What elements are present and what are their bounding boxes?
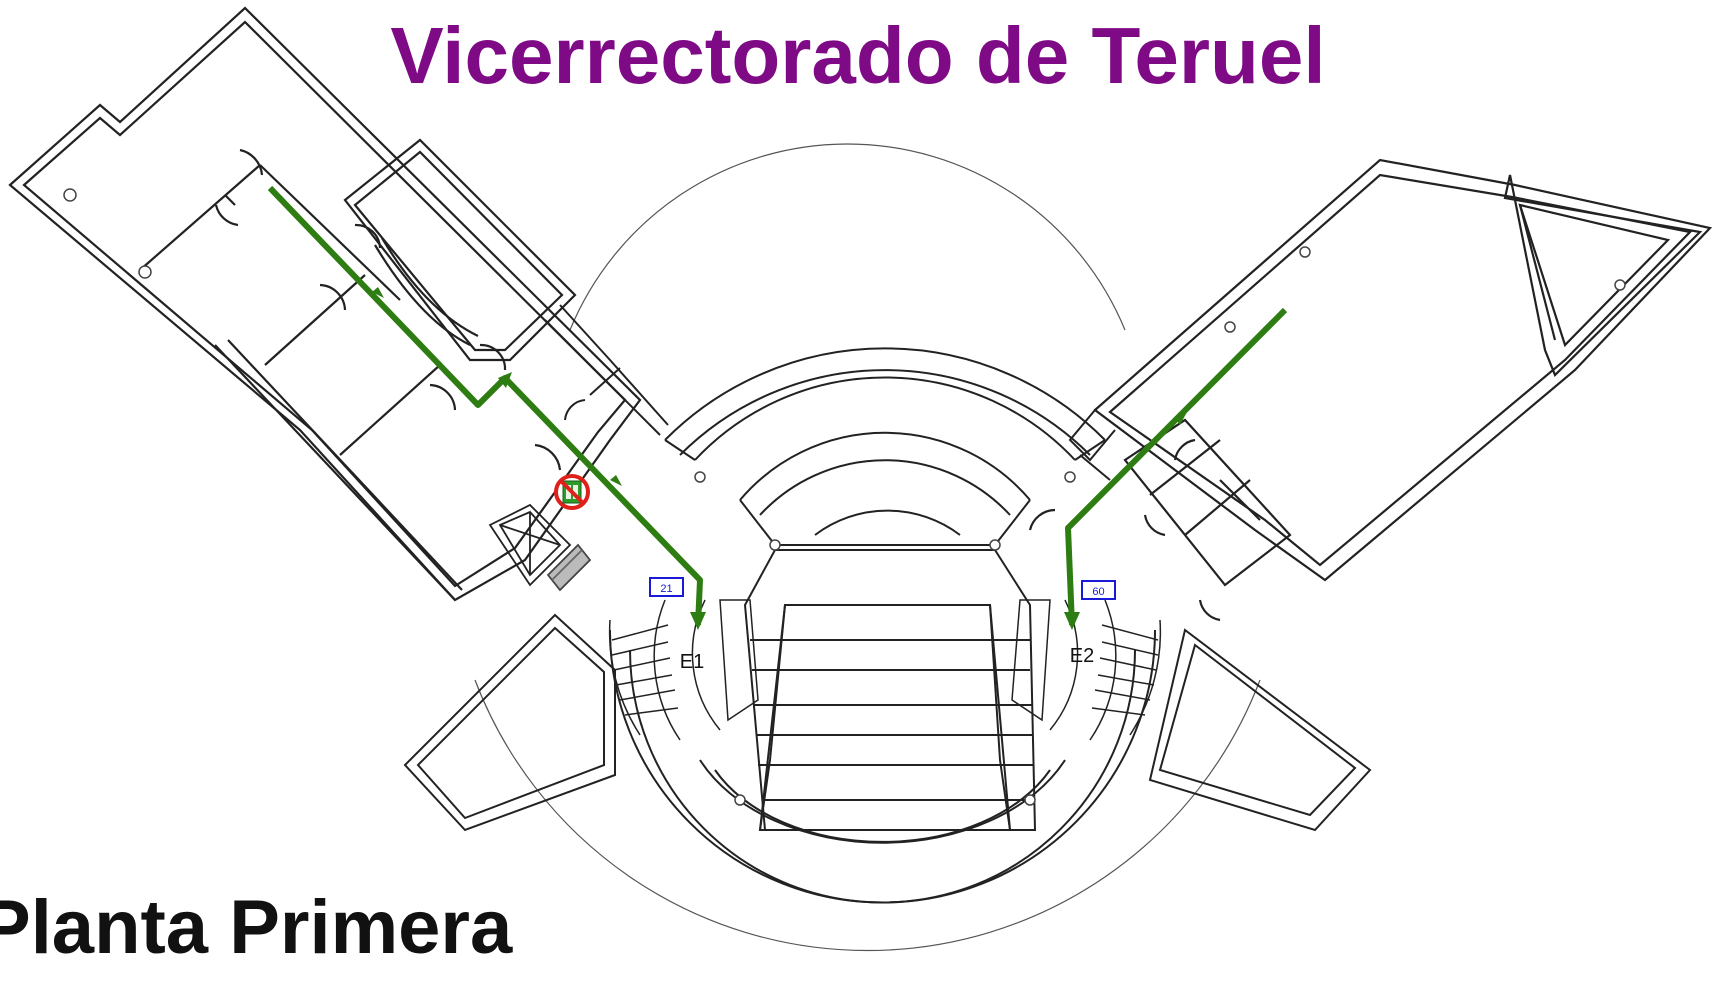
route-arrow-icon <box>1175 412 1187 425</box>
outer-circle-outline <box>474 143 1261 952</box>
left-corridor <box>544 304 669 436</box>
no-elevator-icon <box>554 474 590 510</box>
capacity-badge-21: 21 <box>649 577 684 597</box>
route-arrow-icon <box>690 612 706 630</box>
column-markers <box>63 188 1626 806</box>
capacity-badge-60: 60 <box>1081 580 1116 600</box>
capacity-badge-value: 60 <box>1092 586 1104 598</box>
page-title: Vicerrectorado de Teruel <box>390 11 1326 100</box>
right-corridor <box>1068 409 1116 481</box>
route-arrow-icon <box>610 475 622 486</box>
evacuation-arrowheads <box>372 287 1187 630</box>
route-arrow-icon <box>372 287 384 298</box>
route-arrow-icon <box>498 372 512 388</box>
route-arrow-icon <box>1064 612 1080 630</box>
evacuation-route-right <box>1065 307 1288 626</box>
stair-e1 <box>608 599 759 741</box>
left-lower-wing <box>403 613 616 832</box>
floor-label: Planta Primera <box>0 885 513 970</box>
right-lower-wing <box>1148 628 1372 832</box>
right-wing-walls <box>1028 158 1713 622</box>
stair-label-e1: E1 <box>680 651 704 673</box>
stair-label-e2: E2 <box>1070 645 1094 667</box>
stair-e2 <box>1011 599 1162 741</box>
evacuation-routes <box>267 185 1288 626</box>
capacity-badge-value: 21 <box>660 583 672 595</box>
left-wing-walls <box>8 6 642 602</box>
left-elevator-shaft <box>488 503 592 592</box>
